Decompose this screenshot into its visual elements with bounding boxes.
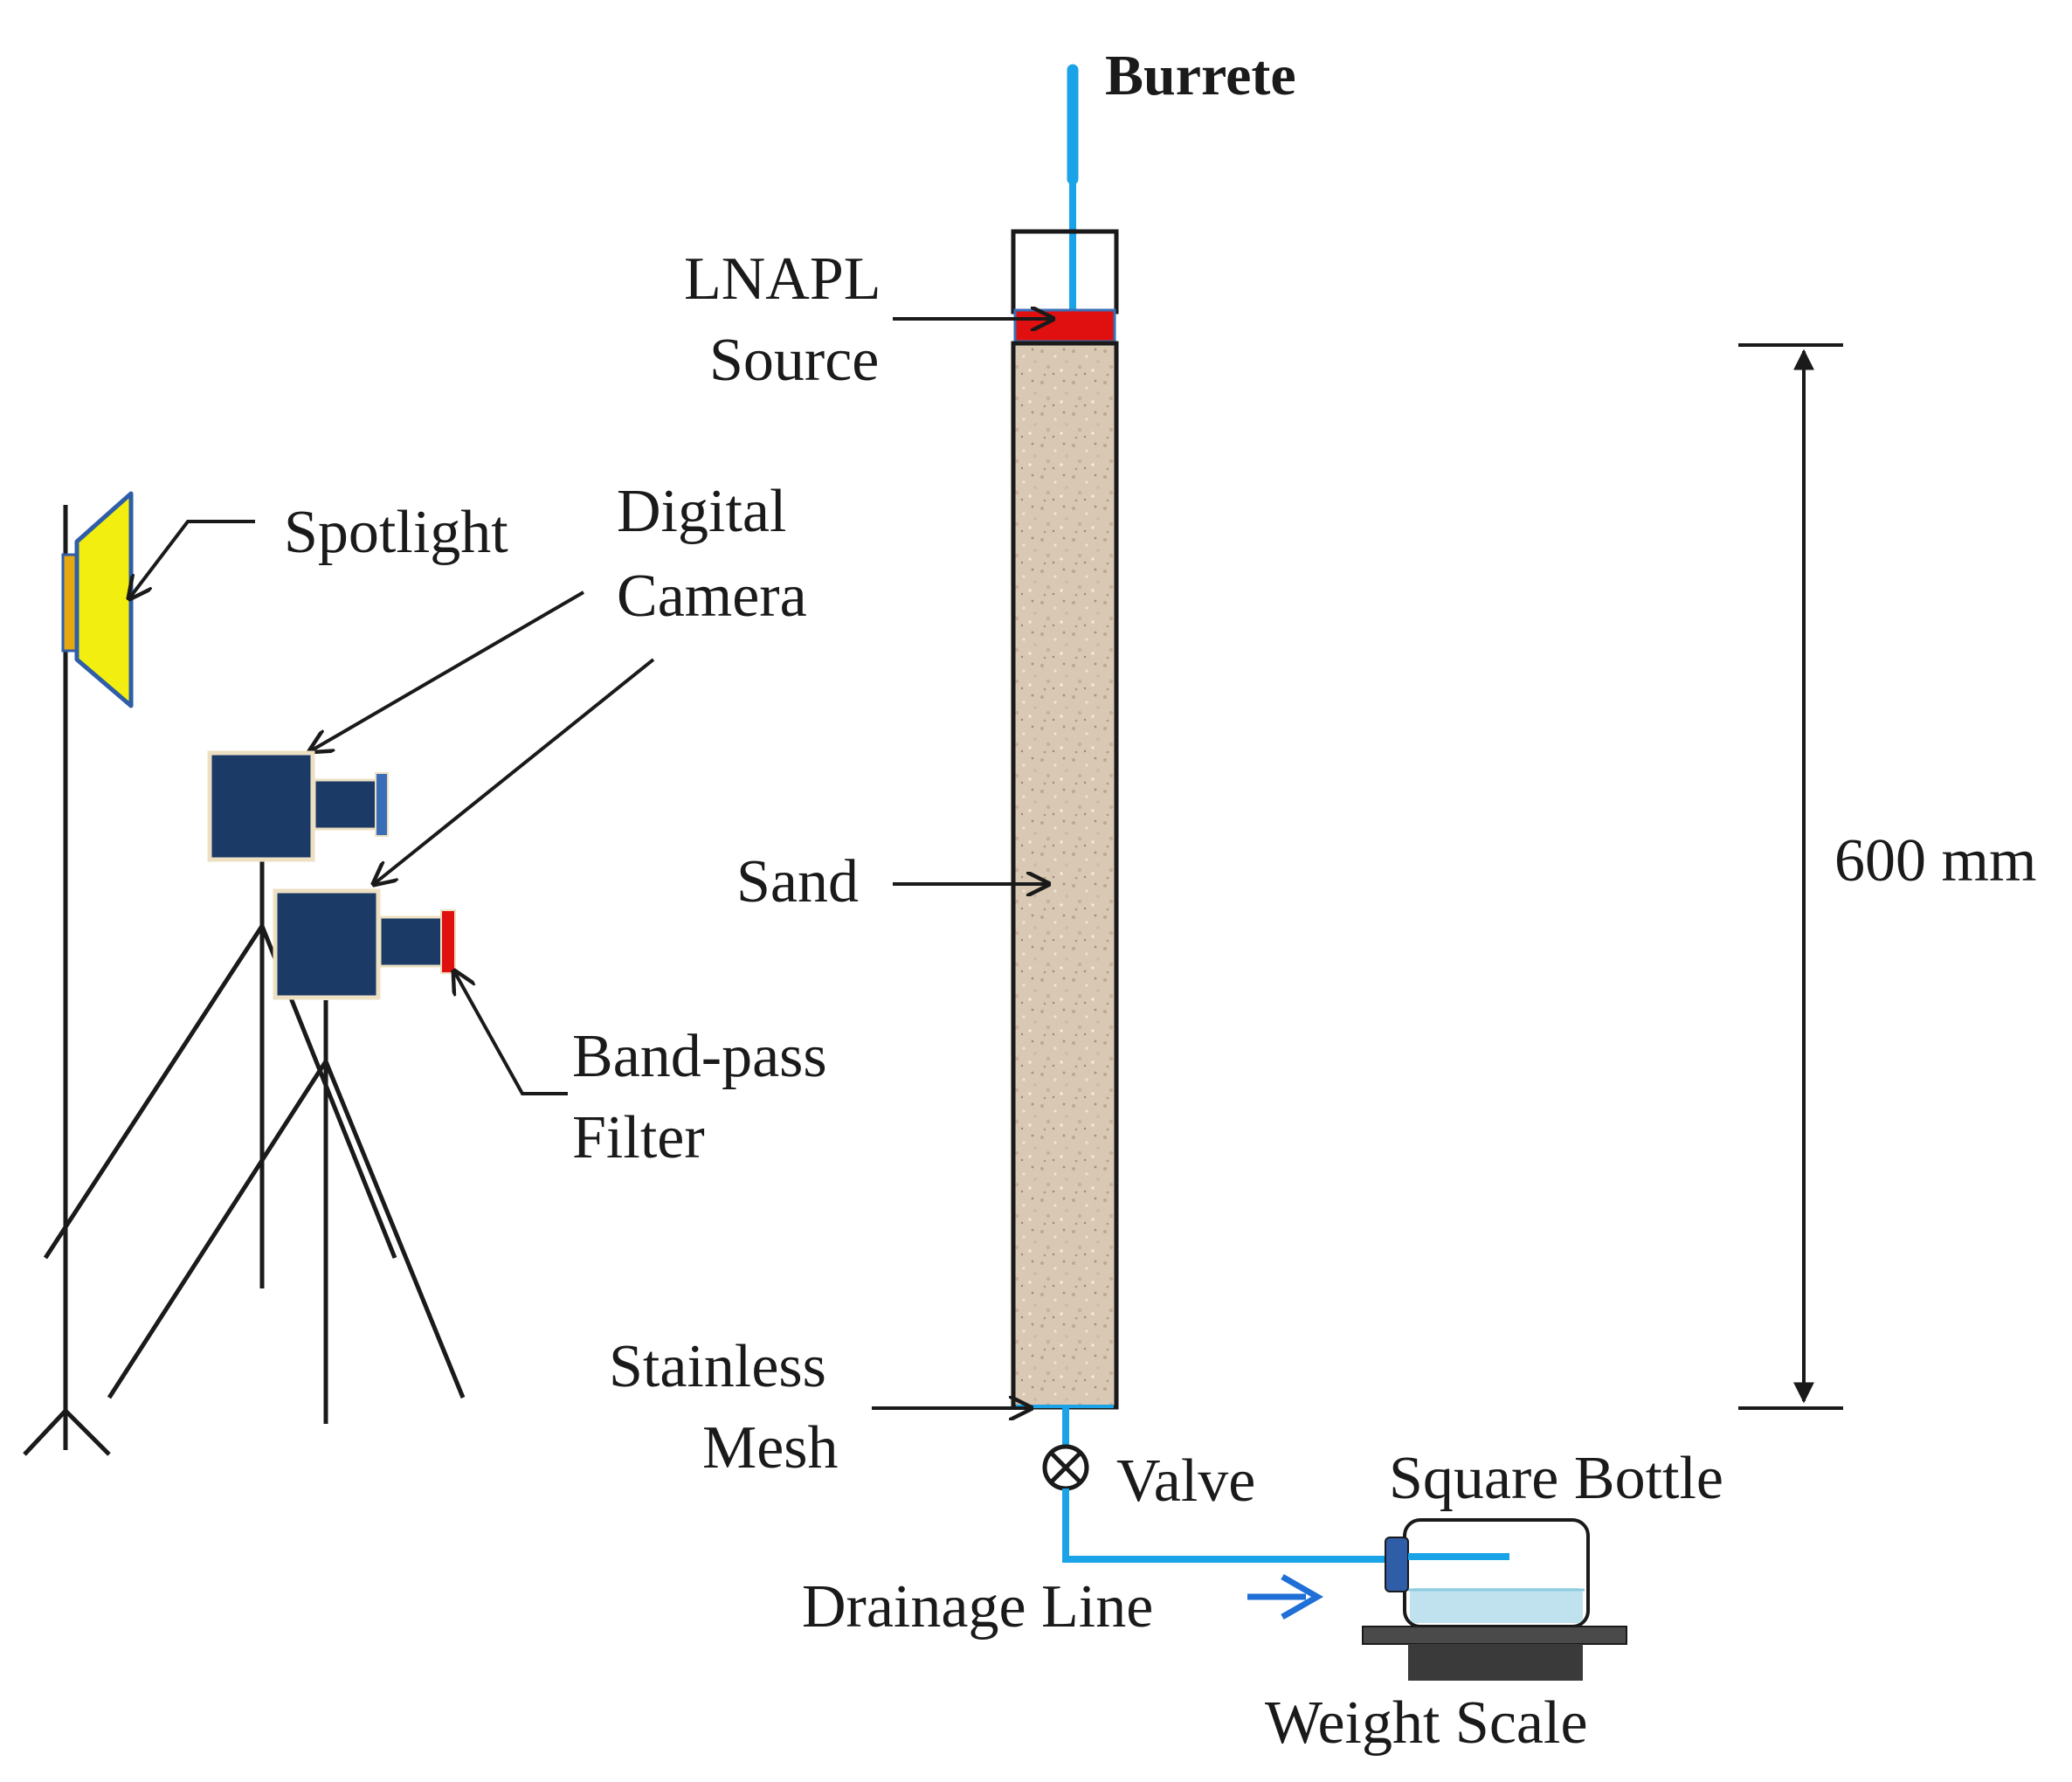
drainage-label: Drainage Line <box>802 1573 1153 1640</box>
bottle-label: Square Bottle <box>1389 1445 1723 1512</box>
filter-label-line1: Band-pass <box>572 1023 827 1090</box>
dimension-600mm <box>1738 343 1843 1410</box>
spotlight-label: Spotlight <box>284 499 508 566</box>
filter-leader <box>454 971 568 1095</box>
camera-leader-1 <box>310 591 585 751</box>
lnapl-label-line1: LNAPL <box>684 245 881 313</box>
spotlight-stand <box>23 505 111 1456</box>
valve-icon <box>1042 1444 1089 1491</box>
mesh-label-line2: Mesh <box>702 1414 839 1482</box>
square-bottle <box>1385 1518 1590 1628</box>
camera-leader-2 <box>374 658 655 884</box>
sand-column <box>1011 341 1119 1410</box>
digital-camera-2 <box>107 888 466 1424</box>
mesh-label-line1: Stainless <box>609 1333 826 1400</box>
valve-label: Valve <box>1116 1447 1255 1515</box>
sand-label: Sand <box>736 848 859 915</box>
spotlight-icon <box>61 491 134 708</box>
dimension-label: 600 mm <box>1834 827 2036 894</box>
lnapl-source-layer <box>1013 308 1116 343</box>
column-headspace <box>1011 229 1119 314</box>
spotlight-leader <box>129 520 255 598</box>
digital-camera-1 <box>43 750 397 1288</box>
camera-label-line1: Digital <box>617 478 786 545</box>
arrow-right-icon <box>1247 1573 1324 1620</box>
lnapl-label-line2: Source <box>709 327 879 394</box>
camera-label-line2: Camera <box>617 563 807 630</box>
weight-scale <box>1362 1626 1627 1681</box>
burrete-label: Burrete <box>1105 44 1296 107</box>
filter-label-line2: Filter <box>572 1104 705 1171</box>
scale-label: Weight Scale <box>1265 1689 1588 1757</box>
